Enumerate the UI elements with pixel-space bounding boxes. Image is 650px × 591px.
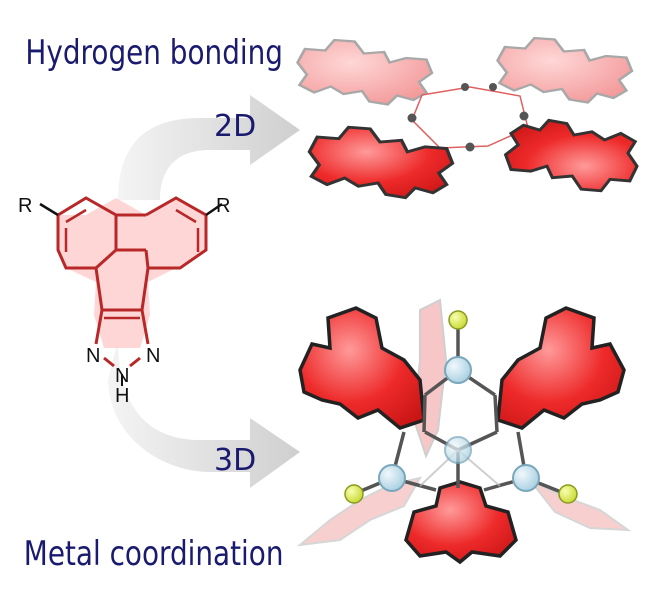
atom-h-bottom: H: [115, 385, 129, 407]
atom-n-right: N: [146, 345, 160, 367]
hydrogen-bonding-label: Hydrogen bonding: [25, 33, 283, 72]
hbond-lines: [411, 86, 529, 149]
metal-node-top: [444, 356, 472, 384]
metal-node-left: [378, 464, 406, 492]
metal-node-center: [444, 436, 472, 464]
red-unit-bottom: [404, 480, 518, 565]
metal-node-right: [512, 464, 540, 492]
ligand-node-right: [558, 484, 578, 504]
arrow-3d-label: 3D: [214, 443, 256, 478]
atom-n-left: N: [86, 345, 100, 367]
hbond-network-2d: [296, 36, 639, 200]
hydrogen-atoms: [407, 83, 529, 152]
red-unit-right: [496, 306, 626, 430]
arrow-2d-label: 2D: [214, 109, 256, 144]
atom-n-bottom: N: [115, 365, 129, 387]
metal-coordination-label: Metal coordination: [24, 534, 284, 573]
triazole-molecule: [39, 196, 223, 386]
ligand-node-top: [448, 310, 468, 330]
ligand-node-left: [344, 484, 364, 504]
substituent-r-right: R: [216, 195, 230, 217]
substituent-r-left: R: [18, 195, 32, 217]
metal-framework-3d: [296, 298, 632, 565]
curved-arrow-3d: [108, 340, 300, 488]
metal-nodes: [378, 356, 540, 492]
red-unit-left: [298, 306, 426, 430]
hbond-unit-front-right: [504, 118, 639, 193]
hbond-unit-front-left: [307, 125, 455, 200]
hbond-unit-back-left: [296, 38, 434, 106]
ligand-nodes: [344, 310, 578, 504]
curved-arrow-2d: [118, 95, 300, 200]
hbond-unit-back-right: [496, 36, 634, 104]
